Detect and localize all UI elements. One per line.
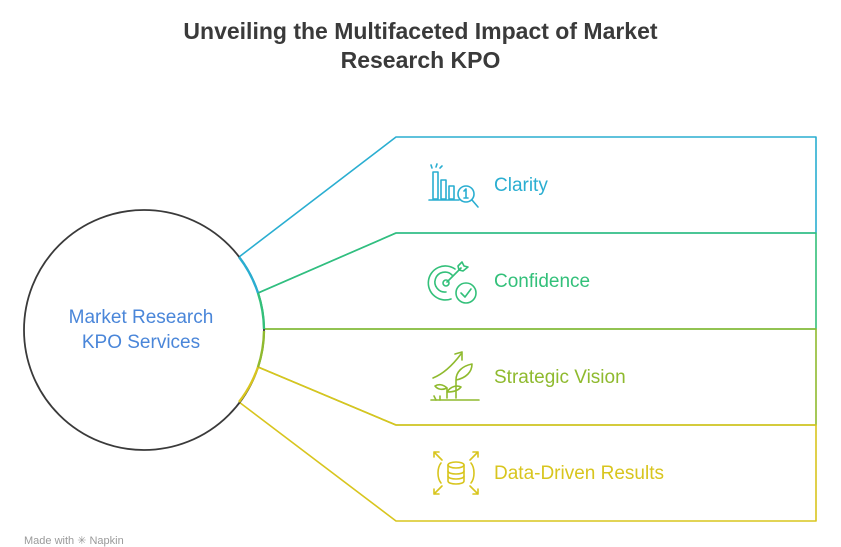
center-label: Market Research KPO Services	[30, 305, 252, 355]
item-label-data-driven-results: Data-Driven Results	[494, 463, 664, 484]
circle-arc-clarity	[238, 256, 260, 294]
napkin-watermark: Made with ✳ Napkin	[24, 535, 124, 547]
item-label-confidence: Confidence	[494, 271, 591, 292]
item-label-clarity: Clarity	[494, 175, 548, 196]
center-label-line-1: Market Research	[68, 307, 214, 328]
item-label-strategic-vision: Strategic Vision	[494, 367, 626, 388]
circle-arc-confidence	[256, 292, 266, 330]
diagram-title: Unveiling the Multifaceted Impact of Mar…	[0, 17, 841, 75]
target-check-icon	[427, 261, 477, 304]
chart-magnifier-icon	[428, 163, 479, 208]
diagram-title-line-2: Research KPO	[340, 47, 501, 73]
circle-arc-data-driven-results	[238, 366, 260, 403]
database-arrows-icon	[433, 451, 479, 495]
circle-arc-strategic-vision	[256, 330, 266, 368]
growing-plant-icon	[430, 351, 480, 401]
band-data-driven-results	[238, 366, 817, 522]
center-circle	[23, 209, 265, 451]
center-label-line-2: KPO Services	[81, 332, 201, 353]
diagram-title-line-1: Unveiling the Multifaceted Impact of Mar…	[183, 18, 658, 44]
